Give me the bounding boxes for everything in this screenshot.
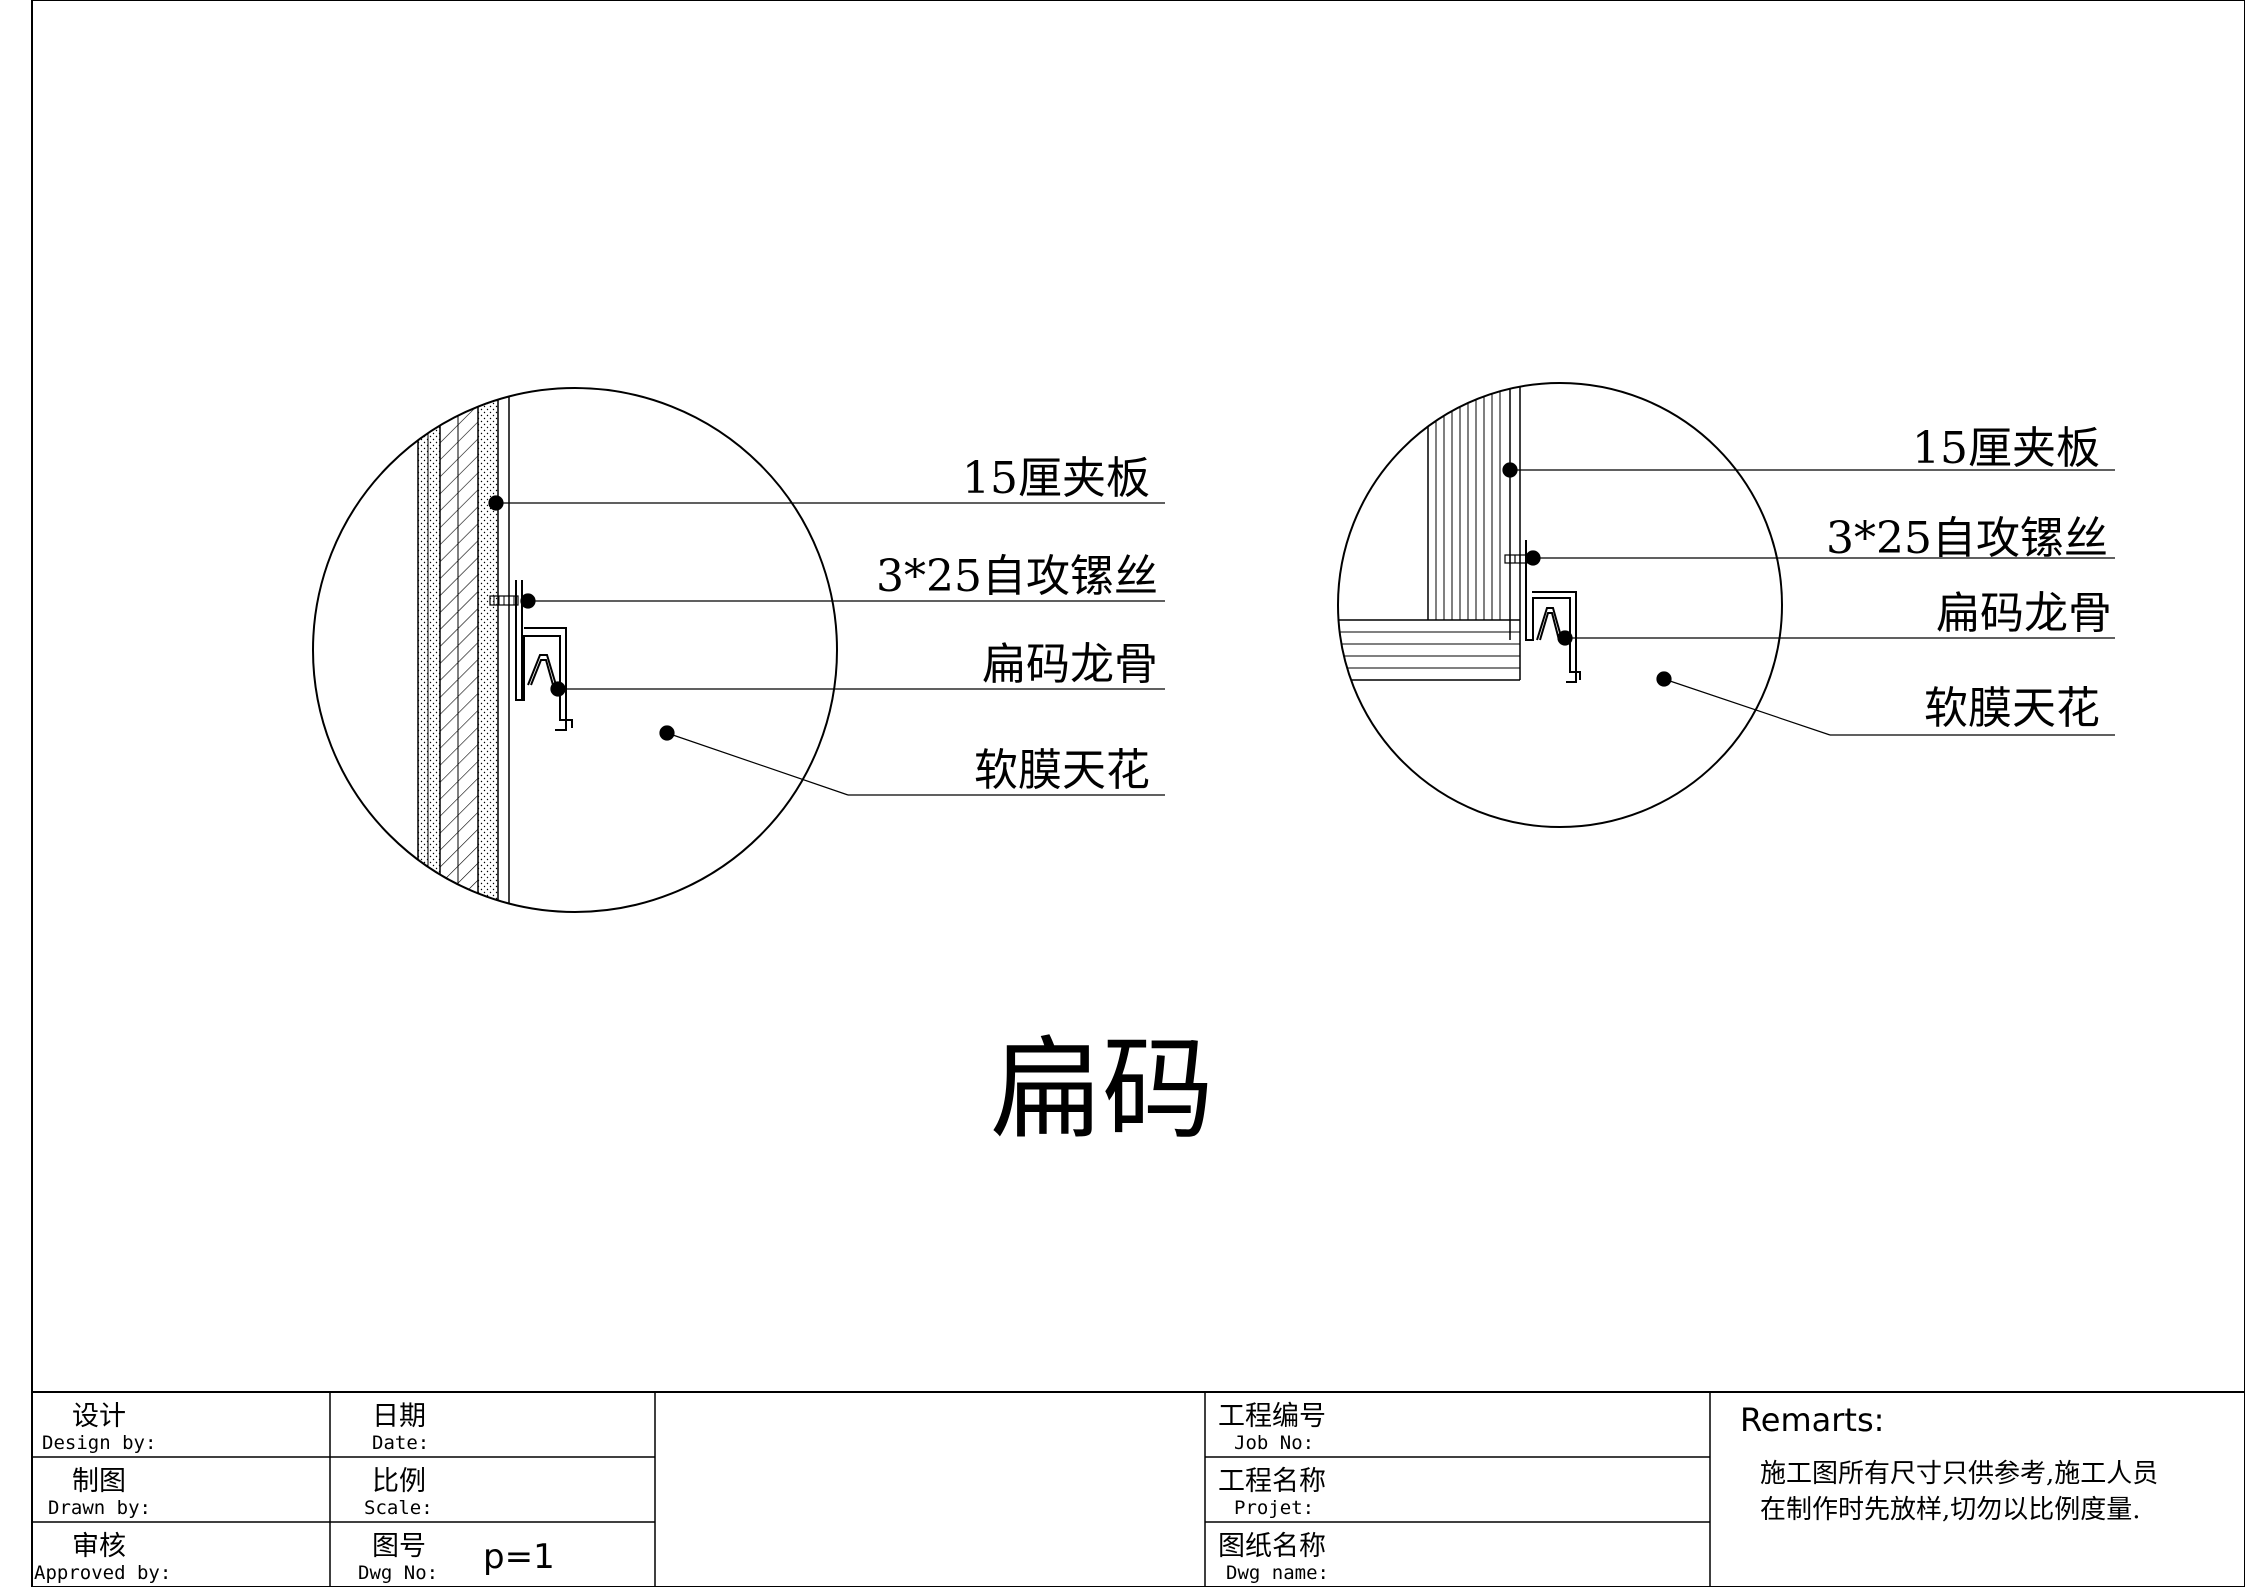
left-detail-circle — [312, 387, 838, 913]
drawing-title: 扁码 — [990, 1025, 1214, 1155]
right-board-section — [1338, 383, 1521, 681]
scale-label-en: Scale: — [364, 1497, 433, 1519]
remarks-line-1: 施工图所有尺寸只供参考,施工人员 — [1760, 1459, 2158, 1489]
date-label-en: Date: — [372, 1432, 429, 1454]
dwg-no-label-cn: 图号 — [372, 1531, 426, 1562]
left-labels: 15厘夹板 3*25自攻镙丝 扁码龙骨 软膜天花 — [876, 453, 1158, 796]
date-label-cn: 日期 — [372, 1401, 426, 1432]
right-screw — [1504, 554, 1528, 564]
left-label-membrane: 软膜天花 — [974, 745, 1150, 796]
left-label-screw: 3*25自攻镙丝 — [876, 551, 1158, 602]
project-label-cn: 工程名称 — [1218, 1466, 1326, 1497]
design-label-cn: 设计 — [72, 1401, 126, 1432]
left-screw — [489, 595, 519, 606]
job-no-label-en: Job No: — [1234, 1432, 1314, 1454]
right-detail: 15厘夹板 3*25自攻镙丝 扁码龙骨 软膜天花 — [1337, 382, 2115, 828]
title-block-text: 设计 Design by: 制图 Drawn by: 审核 Approved b… — [34, 1401, 2158, 1584]
drawn-label-en: Drawn by: — [48, 1497, 151, 1519]
design-label-en: Design by: — [42, 1432, 156, 1454]
dwg-no-label-en: Dwg No: — [358, 1562, 438, 1584]
left-wall-section — [417, 388, 510, 912]
sheet-border — [31, 0, 2245, 1587]
right-detail-circle — [1337, 382, 1783, 828]
right-label-membrane: 软膜天花 — [1924, 683, 2100, 734]
right-labels: 15厘夹板 3*25自攻镙丝 扁码龙骨 软膜天花 — [1826, 423, 2112, 734]
remarks-heading: Remarts: — [1740, 1401, 1884, 1439]
project-label-en: Projet: — [1234, 1497, 1314, 1519]
dwg-name-label-en: Dwg name: — [1226, 1562, 1329, 1584]
job-no-label-cn: 工程编号 — [1218, 1401, 1326, 1432]
right-leaders — [1502, 462, 2115, 736]
left-detail: 15厘夹板 3*25自攻镙丝 扁码龙骨 软膜天花 — [312, 387, 1165, 913]
right-keel-profile — [1525, 540, 1581, 683]
scale-label-cn: 比例 — [372, 1466, 426, 1497]
remarks-line-2: 在制作时先放样,切勿以比例度量. — [1760, 1495, 2141, 1525]
title-block — [32, 1391, 2245, 1587]
approved-label-en: Approved by: — [34, 1562, 171, 1584]
left-label-plywood: 15厘夹板 — [962, 453, 1150, 504]
right-label-keel: 扁码龙骨 — [1936, 588, 2112, 639]
drawn-label-cn: 制图 — [72, 1466, 126, 1497]
left-label-keel: 扁码龙骨 — [982, 639, 1158, 690]
right-label-plywood: 15厘夹板 — [1912, 423, 2100, 474]
approved-label-cn: 审核 — [72, 1531, 126, 1562]
left-leaders — [488, 495, 1165, 796]
dwg-name-label-cn: 图纸名称 — [1218, 1531, 1326, 1562]
dwg-no-value: p=1 — [483, 1537, 555, 1577]
right-label-screw: 3*25自攻镙丝 — [1826, 513, 2108, 564]
